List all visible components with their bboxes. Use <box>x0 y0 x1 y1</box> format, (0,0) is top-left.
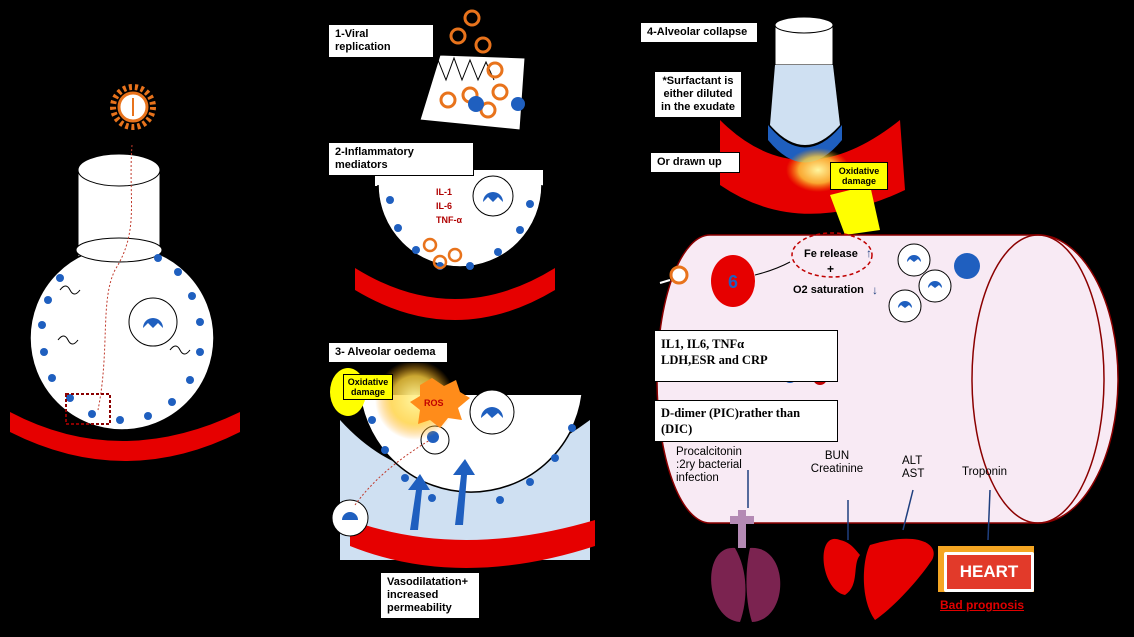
o2-down-arrow: ↓ <box>872 283 878 297</box>
o2-saturation-label: O2 saturation <box>793 284 864 296</box>
ros-burst <box>410 378 470 428</box>
step4-label: 4-Alveolar collapse <box>640 22 758 43</box>
kidney-icon <box>823 538 860 595</box>
drawn-up-label: Or drawn up <box>650 152 740 173</box>
step3-label: 3- Alveolar oedema <box>328 342 448 363</box>
left-alveolar-sac <box>29 245 215 431</box>
red-blood-cell <box>711 255 755 307</box>
troponin-label: Troponin <box>962 466 1007 478</box>
ddimer-box: D-dimer (PIC)rather than (DIC) <box>654 400 838 442</box>
left-capillary <box>10 412 240 461</box>
vasodilatation-label: Vasodilatation+ increased permeability <box>380 572 480 619</box>
left-virus-path <box>97 144 133 411</box>
vessel-virus-icon <box>669 265 689 285</box>
left-alveolus <box>10 84 240 461</box>
fluid-arrow <box>453 459 475 525</box>
bun-creatinine-label: BUN Creatinine <box>810 450 864 475</box>
cytokine-box: IL1, IL6, TNFα LDH,ESR and CRP <box>654 330 838 382</box>
lungs-icon <box>711 510 781 622</box>
left-pneumocytes <box>38 254 204 424</box>
step2-illustration <box>355 170 555 320</box>
plus-label: + <box>827 262 835 276</box>
fe-up-arrow: ↑ <box>866 246 872 260</box>
heart-box: HEART <box>944 552 1034 592</box>
svg-text:6: 6 <box>728 272 738 292</box>
liver-icon <box>863 538 934 620</box>
oxidative-damage-right: Oxidative damage <box>830 162 888 190</box>
bad-prognosis-label: Bad prognosis <box>940 598 1025 612</box>
macrophage-partial-label: M <box>895 202 905 214</box>
step1-label: 1-Viral replication <box>328 24 434 58</box>
surfactant-label: *Surfactant is either diluted in the exu… <box>655 72 741 117</box>
procalcitonin-label: Procalcitonin :2ry bacterial infection <box>676 446 742 484</box>
left-virus-icon <box>110 84 156 130</box>
oxidative-damage-left: Oxidative damage <box>343 374 393 400</box>
step1-illustration <box>419 9 526 131</box>
cytokine-line1: IL1, IL6, TNFα <box>661 337 745 351</box>
blood-vessel: 6 <box>656 232 1119 541</box>
cytokine-line2: LDH,ESR and CRP <box>661 353 768 367</box>
step3-illustration <box>330 360 595 568</box>
step4-illustration <box>720 16 905 235</box>
ros-label: ROS <box>424 398 444 408</box>
alt-ast-label: ALT AST <box>902 455 925 480</box>
mediator-il1: IL-1 <box>436 187 453 197</box>
step2-label: 2-Inflammatory mediators <box>328 142 474 176</box>
fluid-arrow <box>408 474 430 530</box>
mediator-il6: IL-6 <box>436 201 453 211</box>
mediator-tnf: TNF-α <box>436 215 463 225</box>
fe-release-label: Fe release <box>804 248 858 260</box>
